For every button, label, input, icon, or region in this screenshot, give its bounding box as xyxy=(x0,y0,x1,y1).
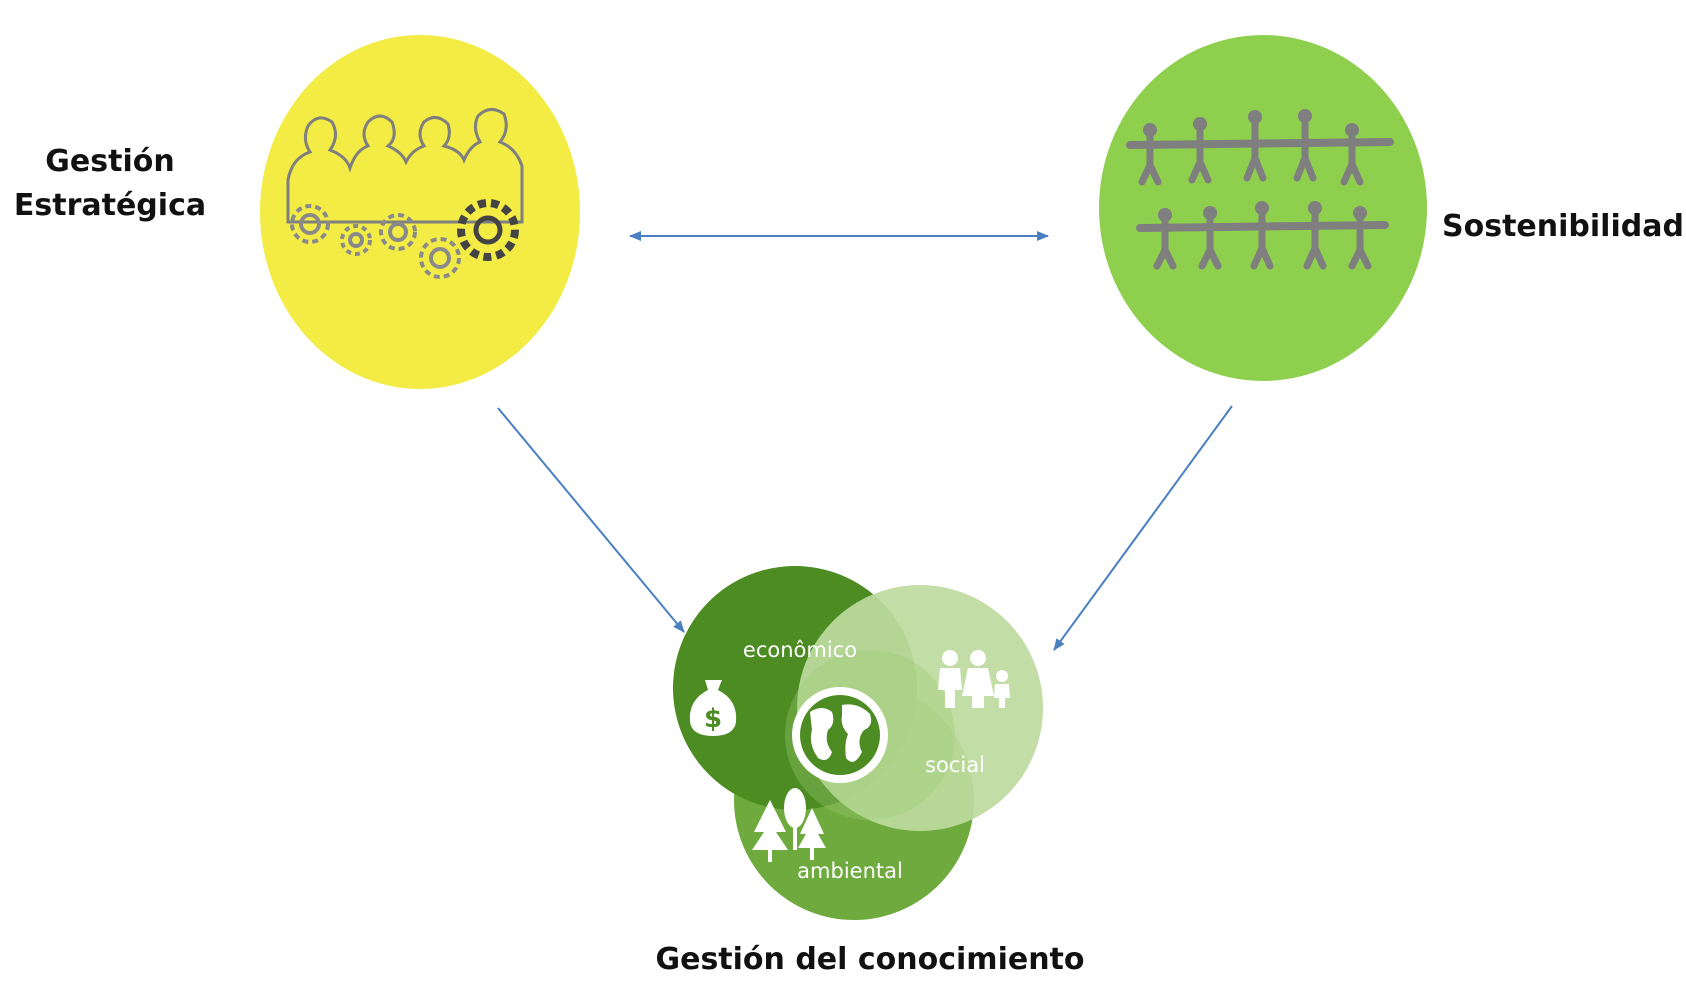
strategic-circle xyxy=(260,35,580,389)
strategic-label-line1: Gestión xyxy=(45,144,175,179)
sustainability-venn: econômico social ambiental $ xyxy=(673,566,1043,920)
knowledge-label: Gestión del conocimiento xyxy=(655,942,1085,977)
venn-social-label: social xyxy=(925,753,985,777)
money-bag-icon: $ xyxy=(689,680,737,736)
sustainability-label: Sostenibilidad xyxy=(1442,209,1684,244)
svg-text:$: $ xyxy=(704,704,722,734)
people-gears-icon xyxy=(286,108,524,279)
venn-economic-label: econômico xyxy=(743,638,857,662)
venn-environmental-label: ambiental xyxy=(797,859,903,883)
family-icon xyxy=(938,650,1010,708)
arrow-strategic-to-knowledge xyxy=(497,407,685,633)
rope-people-icon xyxy=(1126,109,1394,270)
strategic-label-line2: Estratégica xyxy=(13,188,207,223)
trees-icon xyxy=(752,788,826,862)
strategic-label: Gestión Estratégica xyxy=(10,140,210,228)
arrow-sustainability-to-knowledge xyxy=(1053,405,1233,651)
globe-icon xyxy=(792,687,888,783)
